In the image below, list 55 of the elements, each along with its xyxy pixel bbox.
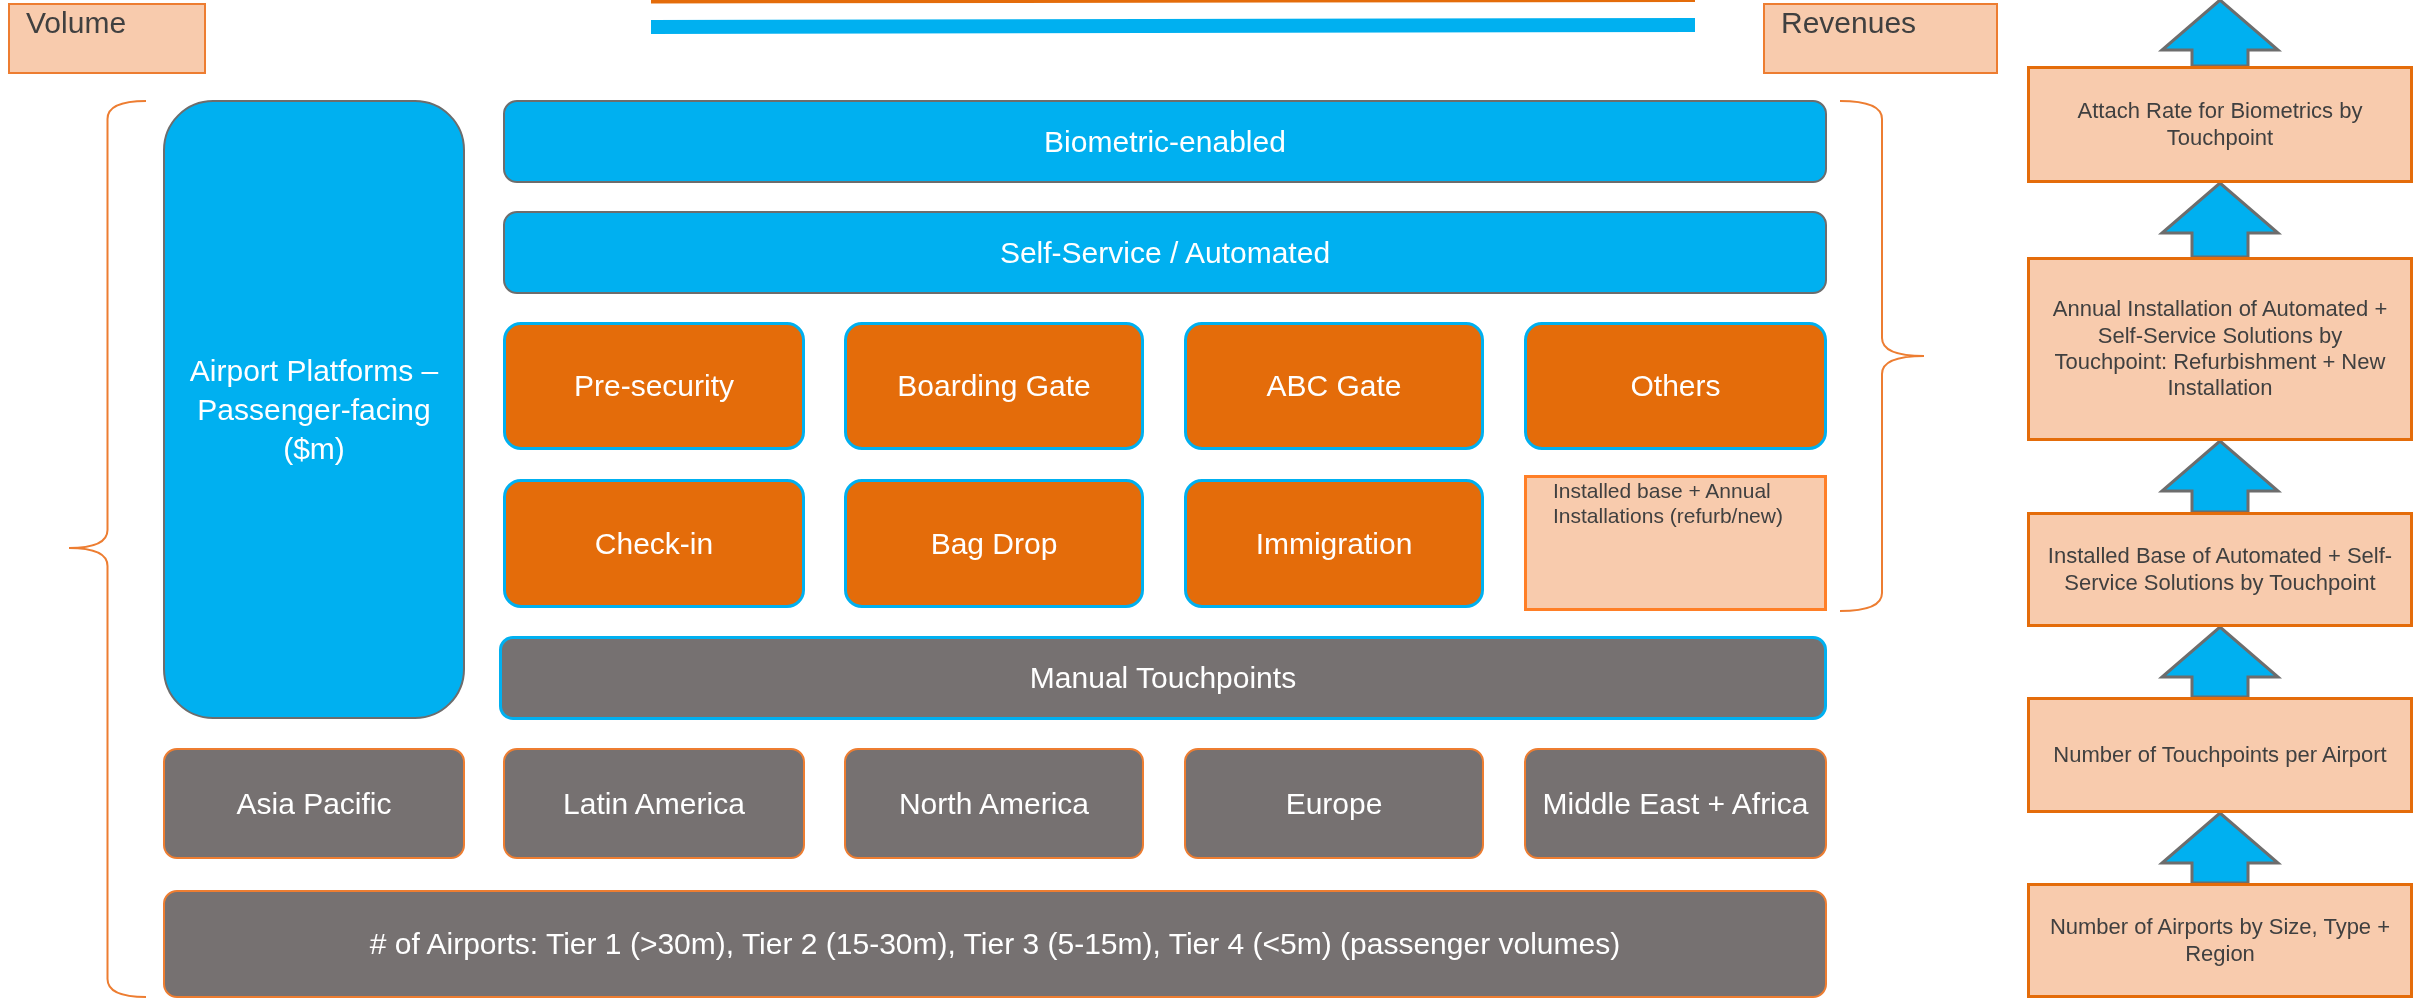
layer-bar bbox=[503, 100, 1827, 183]
node-text: Others bbox=[1630, 368, 1721, 404]
step-box bbox=[2027, 512, 2413, 627]
node-text: Latin America bbox=[563, 785, 745, 822]
touchpoint-box bbox=[503, 322, 805, 450]
region-box bbox=[1184, 748, 1484, 859]
node-text: Attach Rate for Biometrics by Touchpoint bbox=[2076, 98, 2364, 151]
step-box bbox=[2027, 66, 2413, 183]
touchpoint-box bbox=[503, 479, 805, 608]
node-text: Revenues bbox=[1781, 5, 1917, 41]
node-text: Asia Pacific bbox=[236, 785, 392, 822]
node-text: Volume bbox=[26, 5, 127, 41]
layer-bar bbox=[503, 211, 1827, 294]
node-text: Immigration bbox=[1255, 525, 1413, 562]
layer-bar bbox=[499, 636, 1827, 720]
node-text: Airport Platforms – Passenger-facing ($m) bbox=[188, 353, 440, 467]
node-text: Self-Service / Automated bbox=[999, 234, 1331, 271]
node-text: Pre-security bbox=[573, 368, 734, 404]
node-text: Number of Touchpoints per Airport bbox=[2053, 741, 2387, 769]
node-text: Manual Touchpoints bbox=[1029, 660, 1297, 696]
step-box bbox=[2027, 257, 2413, 441]
block-arrow bbox=[2157, 625, 2283, 699]
block-arrow bbox=[2157, 439, 2283, 514]
node-text: Installed Base of Automated + Self-Service Solutions by Touchpoint bbox=[2046, 543, 2394, 596]
platform-box bbox=[163, 100, 465, 719]
touchpoint-box bbox=[844, 479, 1144, 608]
label-box bbox=[8, 3, 206, 74]
node-text: Number of Airports by Size, Type + Region bbox=[2048, 914, 2392, 967]
touchpoint-box bbox=[1524, 322, 1827, 450]
region-box bbox=[163, 890, 1827, 998]
node-text: Biometric-enabled bbox=[1044, 123, 1286, 160]
node-text: Annual Installation of Automated + Self-Service Solutions by Touchpoint: Refurbishment + New Installation bbox=[2051, 296, 2389, 402]
step-box bbox=[2027, 883, 2413, 998]
node-text: Middle East + Africa bbox=[1542, 785, 1809, 822]
step-box bbox=[2027, 697, 2413, 813]
label-box bbox=[1763, 3, 1998, 74]
block-arrow bbox=[2157, 811, 2283, 885]
block-arrow bbox=[2157, 0, 2283, 68]
region-box bbox=[503, 748, 805, 859]
node-text: Bag Drop bbox=[930, 525, 1058, 562]
touchpoint-box bbox=[1184, 479, 1484, 608]
touchpoint-box bbox=[1184, 322, 1484, 450]
node-text: ABC Gate bbox=[1266, 368, 1402, 404]
node-text: Installed base + Annual Installations (refurb/new) bbox=[1553, 478, 1784, 529]
block-arrow bbox=[2157, 181, 2283, 259]
node-text: Check-in bbox=[594, 525, 714, 562]
node-text: Boarding Gate bbox=[897, 368, 1091, 404]
region-box bbox=[163, 748, 465, 859]
region-box bbox=[844, 748, 1144, 859]
node-text: # of Airports: Tier 1 (>30m), Tier 2 (15-30m), Tier 3 (5-15m), Tier 4 (<5m) (passenger volumes) bbox=[369, 926, 1621, 962]
touchpoint-box bbox=[844, 322, 1144, 450]
note-box bbox=[1524, 475, 1827, 611]
region-box bbox=[1524, 748, 1827, 859]
node-text: Europe bbox=[1285, 785, 1383, 822]
node-text: North America bbox=[898, 785, 1090, 822]
